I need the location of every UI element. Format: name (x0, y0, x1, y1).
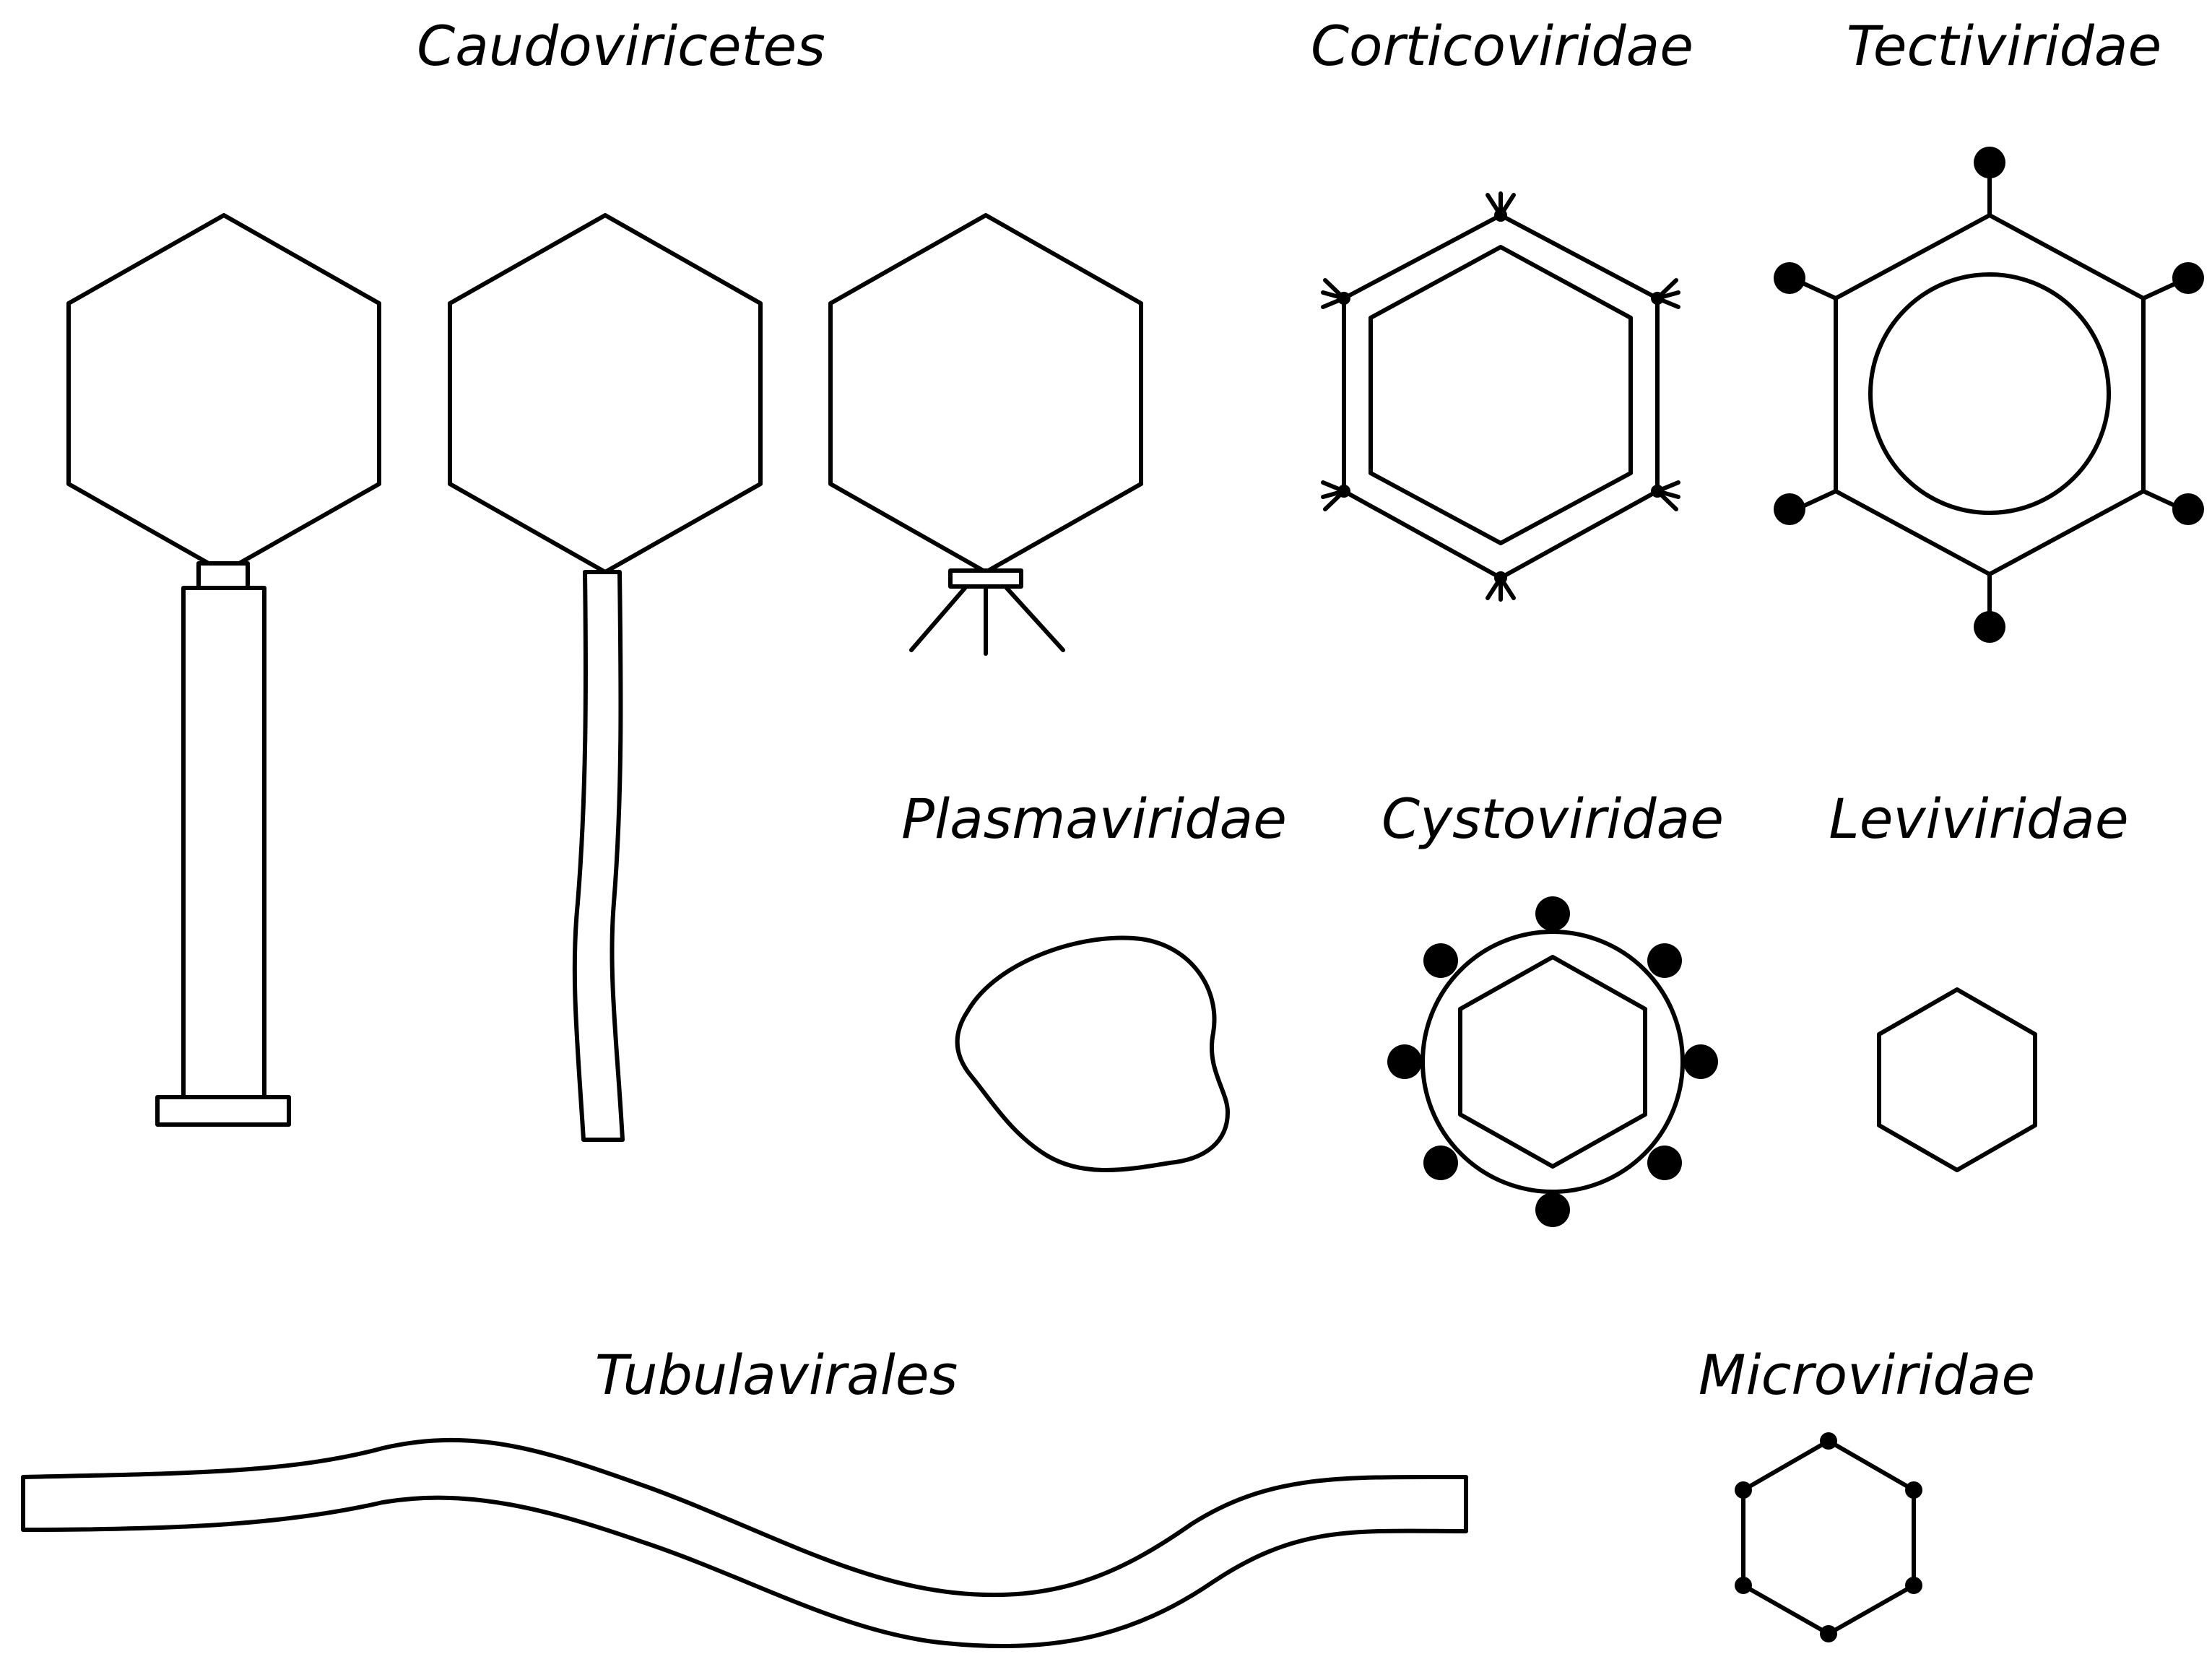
label-cystoviridae: Cystoviridae (1382, 787, 1724, 851)
envelope-spike-upper-right (1647, 943, 1682, 978)
vertex-spike-lower-right (1651, 480, 1680, 511)
vertex-spike-top (1485, 191, 1516, 222)
envelope-spike-lower-right (1647, 1146, 1682, 1180)
microviridae-virion (1735, 1432, 1922, 1642)
lipid-envelope-circle (1421, 930, 1685, 1194)
phage-short-tail-plate (948, 568, 1023, 589)
phage-head-hexagon (828, 213, 1143, 574)
vertex-knob-lower-right (2172, 493, 2204, 525)
tail-fiber-left (909, 584, 968, 652)
vertex-knob-upper-right (2172, 262, 2204, 294)
vertex-knob-top (1820, 1432, 1837, 1450)
inner-membrane-circle (1868, 272, 2111, 515)
capsid-hexagon (1834, 213, 2146, 576)
vertex-knob-lower-left (1735, 1577, 1752, 1594)
cystoviridae-virion (1387, 896, 1718, 1227)
vertex-knob-upper-right (1905, 1481, 1922, 1499)
vertex-spike-lower-left (1321, 480, 1350, 511)
phage-neck (196, 561, 250, 590)
plasmaviridae-pleomorphic-envelope (955, 935, 1230, 1172)
corticoviridae-virion (1321, 191, 1680, 602)
caudoviricetes-contractile-tail-phage (66, 213, 381, 1127)
vertex-knob-lower-right (1905, 1577, 1922, 1594)
envelope-spike-upper-left (1423, 943, 1458, 978)
envelope-spike-top (1535, 896, 1570, 931)
label-leviviridae: Leviviridae (1829, 787, 2128, 851)
envelope-spike-lower-left (1423, 1146, 1458, 1180)
caudoviricetes-short-tail-phage (828, 213, 1143, 656)
label-caudoviricetes: Caudoviricetes (417, 14, 825, 78)
label-tectiviridae: Tectiviridae (1847, 14, 2162, 78)
vertex-knob-upper-left (1774, 262, 1805, 294)
label-plasmaviridae: Plasmaviridae (901, 787, 1287, 851)
envelope-spike-bottom (1535, 1192, 1570, 1227)
phage-head-hexagon (66, 213, 381, 574)
vertex-knob-lower-left (1774, 493, 1805, 525)
label-microviridae: Microviridae (1699, 1343, 2035, 1407)
phage-contractile-sheath (181, 586, 266, 1099)
inner-membrane-hexagon (1369, 245, 1633, 545)
tubulavirales-filament (21, 1437, 1468, 1649)
tectiviridae-virion (1774, 147, 2204, 643)
vertex-knob-bottom (1974, 611, 2005, 643)
label-tubulavirales: Tubulavirales (595, 1343, 958, 1407)
capsid-hexagon (1741, 1439, 1916, 1636)
nucleocapsid-hexagon (1458, 955, 1647, 1169)
envelope-spike-left (1387, 1044, 1422, 1079)
vertex-spike-upper-left (1321, 278, 1350, 309)
phage-head-hexagon (448, 213, 763, 574)
label-corticoviridae: Corticoviridae (1311, 14, 1693, 78)
vertex-knob-bottom (1820, 1625, 1837, 1642)
vertex-knob-upper-left (1735, 1481, 1752, 1499)
vertex-knob-top (1974, 147, 2005, 178)
caudoviricetes-flexible-tail-phage (448, 213, 763, 1142)
tail-fiber-right (1003, 584, 1065, 652)
outer-capsid-hexagon (1342, 213, 1660, 580)
phage-flexible-tail (572, 570, 625, 1142)
envelope-spike-right (1683, 1044, 1718, 1079)
vertex-spike-upper-right (1651, 278, 1680, 309)
vertex-spike-bottom (1485, 571, 1516, 602)
leviviridae-capsid-hexagon (1877, 987, 2037, 1172)
phage-baseplate (155, 1095, 291, 1127)
